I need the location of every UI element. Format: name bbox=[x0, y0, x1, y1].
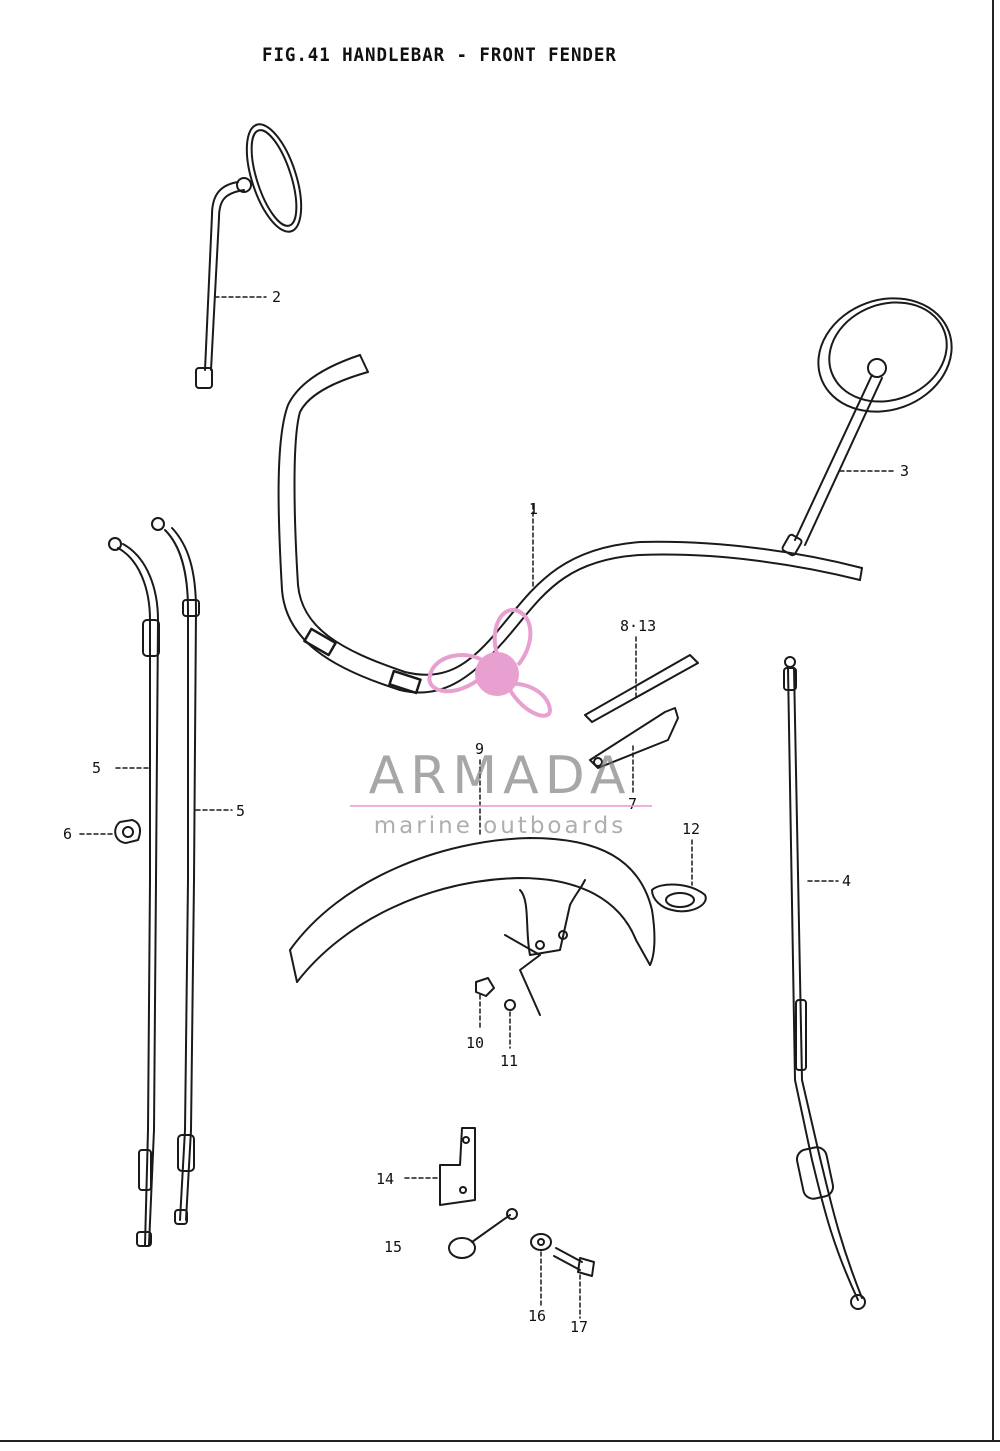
bottom-border bbox=[0, 1440, 1000, 1442]
callout-17: 17 bbox=[570, 1318, 589, 1336]
watermark-divider bbox=[350, 805, 652, 807]
washer bbox=[530, 1233, 552, 1251]
cable-band bbox=[448, 1208, 518, 1259]
reflector bbox=[651, 883, 707, 913]
callout-11: 11 bbox=[500, 1052, 519, 1070]
left-mirror bbox=[195, 123, 303, 389]
callout-8-13: 8·13 bbox=[620, 617, 657, 635]
clutch-cable bbox=[783, 656, 866, 1310]
watermark-brand: ARMADA bbox=[368, 746, 632, 806]
callout-5-left: 5 bbox=[92, 759, 102, 777]
front-fender bbox=[289, 837, 656, 1016]
callout-15: 15 bbox=[384, 1238, 403, 1256]
right-border bbox=[992, 0, 994, 1440]
leader-lines bbox=[79, 296, 896, 1319]
callout-16: 16 bbox=[528, 1307, 547, 1325]
callout-14: 14 bbox=[376, 1170, 395, 1188]
callout-10: 10 bbox=[466, 1034, 485, 1052]
callout-7: 7 bbox=[628, 795, 638, 813]
propeller-logo-icon bbox=[427, 607, 553, 718]
figure-title: FIG.41 HANDLEBAR - FRONT FENDER bbox=[262, 44, 617, 66]
callout-12: 12 bbox=[682, 820, 701, 838]
throttle-cables bbox=[108, 517, 200, 1247]
bolt bbox=[553, 1247, 595, 1277]
callout-6: 6 bbox=[63, 825, 73, 843]
cable-clamp bbox=[114, 819, 141, 844]
callout-9: 9 bbox=[475, 740, 485, 758]
handlebar bbox=[277, 354, 863, 695]
callout-4: 4 bbox=[842, 872, 852, 890]
fender-stays bbox=[584, 654, 699, 769]
callout-3: 3 bbox=[900, 462, 910, 480]
callout-2: 2 bbox=[272, 288, 282, 306]
fender-nuts bbox=[475, 977, 516, 1011]
bracket bbox=[439, 1127, 476, 1206]
right-mirror bbox=[781, 297, 953, 557]
watermark-tagline: marine outboards bbox=[373, 813, 627, 839]
callout-1: 1 bbox=[529, 500, 539, 518]
callout-5-right: 5 bbox=[236, 802, 246, 820]
